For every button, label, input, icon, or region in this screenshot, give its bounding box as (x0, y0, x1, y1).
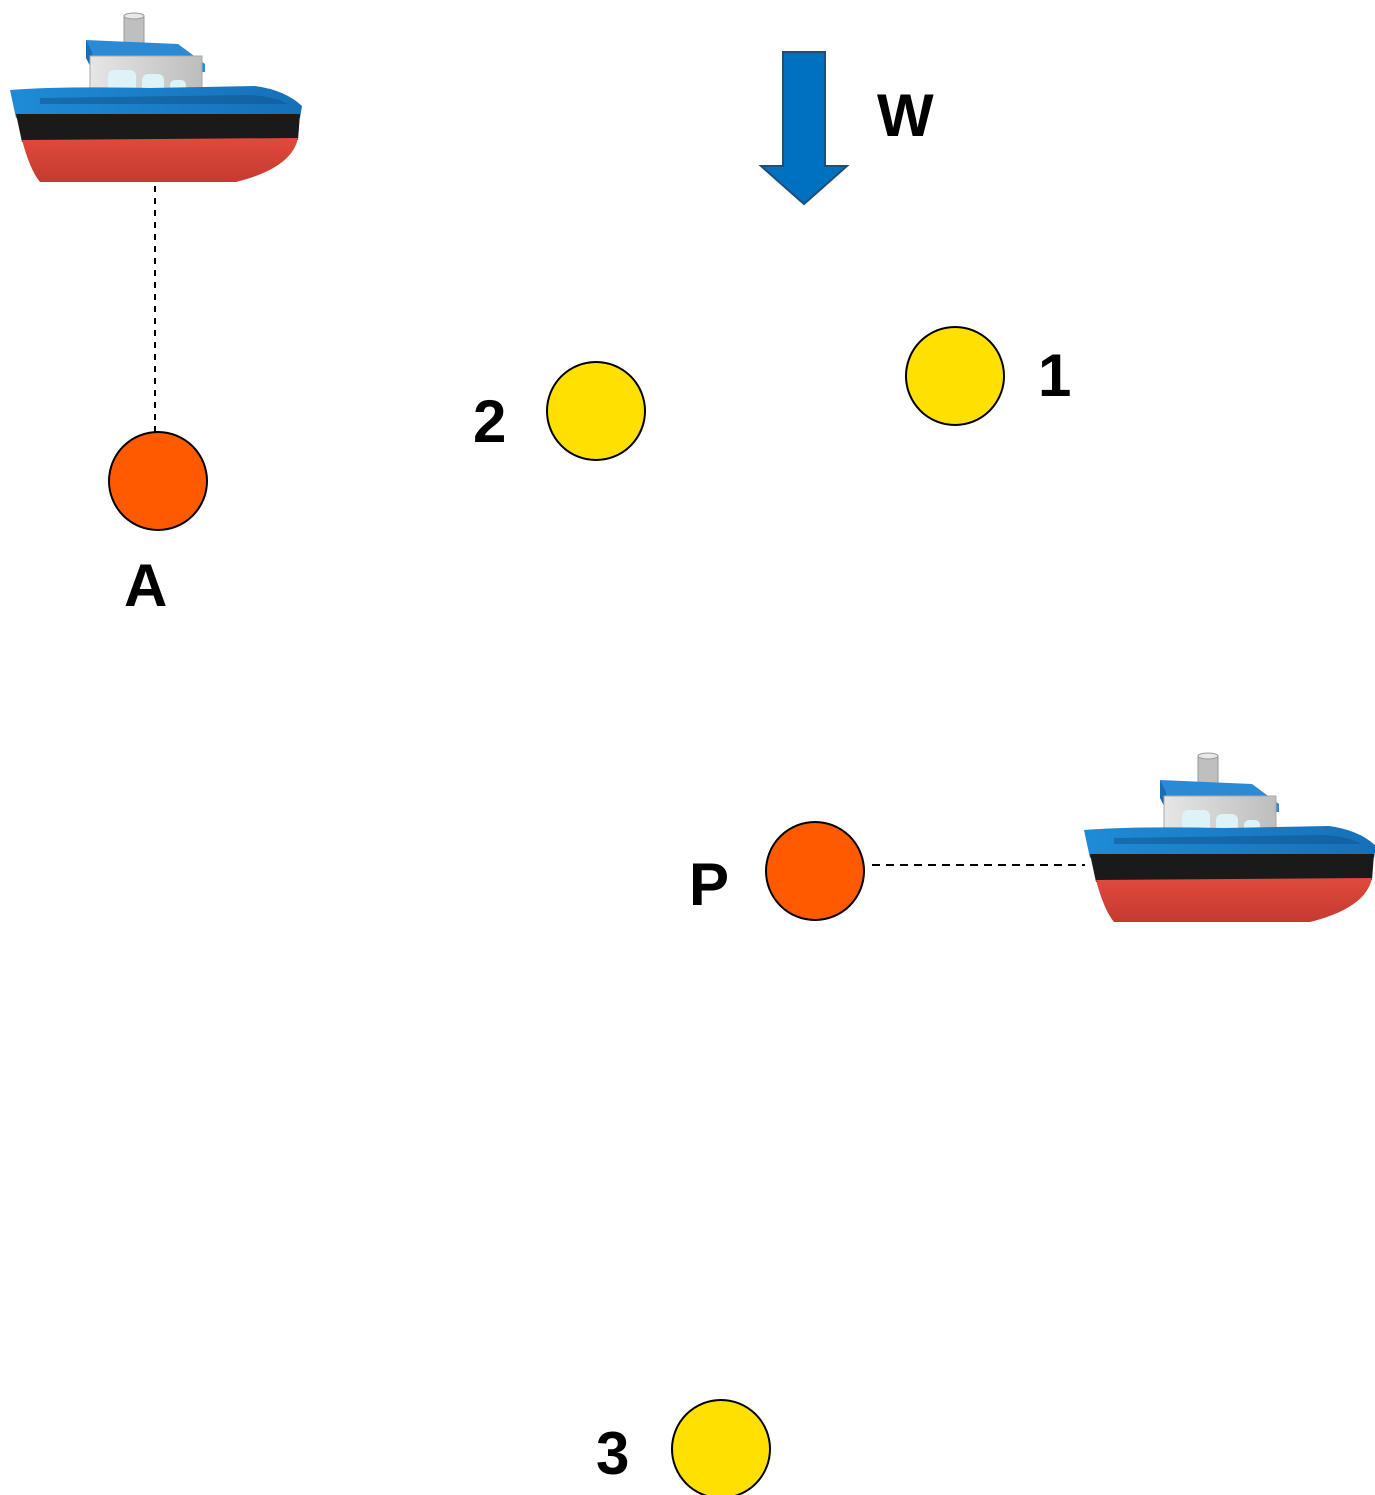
boat-icon (1083, 752, 1375, 923)
buoy-3-label: 3 (596, 1420, 630, 1487)
boat-icon (9, 12, 303, 183)
mark-a-buoy (108, 431, 208, 531)
buoy-3 (671, 1399, 771, 1495)
buoy-1-label: 1 (1038, 342, 1072, 409)
mark-p-buoy (765, 821, 865, 921)
mark-p-label: P (689, 851, 730, 918)
buoy-1 (905, 326, 1005, 426)
wind-arrow-icon (758, 51, 850, 206)
buoy-2-label: 2 (473, 388, 507, 455)
mark-a-label: A (124, 552, 168, 619)
wind-label: W (877, 82, 934, 149)
buoy-2 (546, 361, 646, 461)
